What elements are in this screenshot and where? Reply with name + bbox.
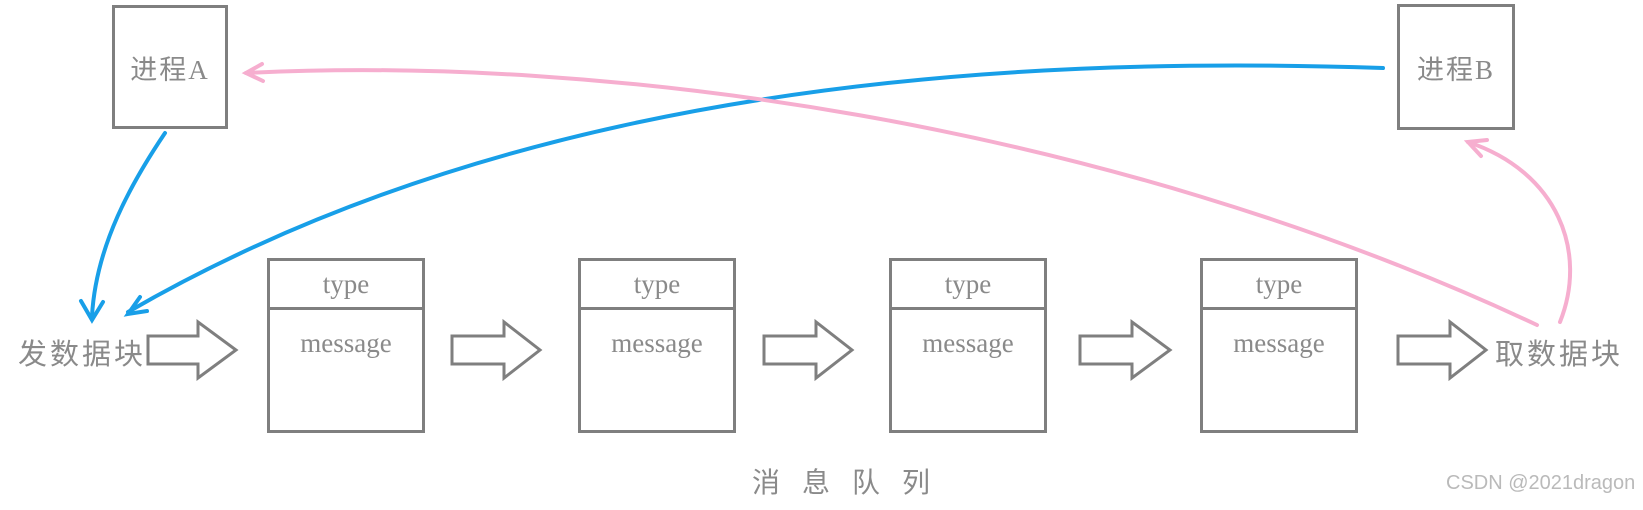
process-a-box: 进程A <box>112 5 228 129</box>
arrowhead-process-a-to-send-icon <box>79 299 105 324</box>
message-node-2: type message <box>578 258 736 433</box>
node-type-label: type <box>1203 261 1355 310</box>
node-type-label: type <box>581 261 733 310</box>
arrowhead-receive-to-process-a-icon <box>241 62 265 83</box>
csdn-watermark: CSDN @2021dragon <box>1446 472 1636 494</box>
node-type-label: type <box>892 261 1044 310</box>
curve-arrow-receive-to-process-a <box>244 68 1539 327</box>
arrowhead-receive-to-process-b-icon <box>1463 138 1489 158</box>
node-message-label: message <box>300 328 392 358</box>
message-node-1: type message <box>267 258 425 433</box>
curve-arrow-process-a-to-send <box>90 131 167 318</box>
node-message-label: message <box>1233 328 1325 358</box>
node-message-label: message <box>922 328 1014 358</box>
process-b-label: 进程B <box>1416 54 1495 85</box>
send-data-block-label: 发数据块 <box>18 339 147 371</box>
flow-arrow-send-to-node1-icon <box>146 319 239 381</box>
process-a-label: 进程A <box>130 54 210 85</box>
flow-arrow-node4-to-receive-icon <box>1396 318 1489 382</box>
arrowhead-process-b-to-send-icon <box>123 295 149 317</box>
queue-caption: 消息队列 <box>752 468 953 499</box>
take-data-block-label: 取数据块 <box>1495 339 1624 371</box>
process-b-box: 进程B <box>1397 4 1515 130</box>
flow-arrow-node2-to-node3-icon <box>762 318 855 382</box>
curve-arrow-receive-to-process-b <box>1466 140 1573 324</box>
message-node-3: type message <box>889 258 1047 433</box>
message-node-4: type message <box>1200 258 1358 433</box>
node-message-label: message <box>611 328 703 358</box>
node-type-label: type <box>270 261 422 310</box>
flow-arrow-node1-to-node2-icon <box>450 318 543 382</box>
flow-arrow-node3-to-node4-icon <box>1078 319 1173 381</box>
